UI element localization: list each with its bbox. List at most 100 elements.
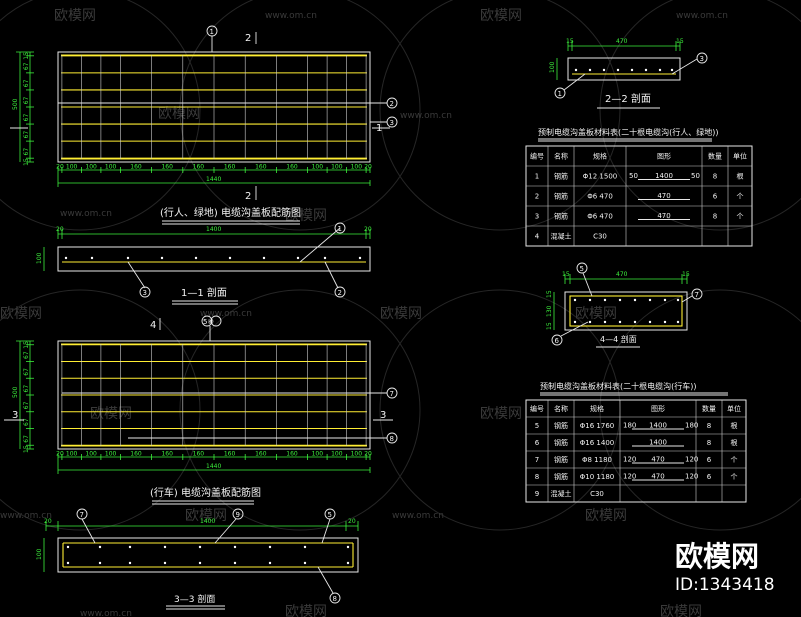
plan1-section-2-bottom: 2 [245, 191, 251, 202]
plan1-bottom-dim: 160 [224, 164, 236, 171]
s44-bar-dot [618, 298, 622, 302]
table2-cell-unit: 个 [731, 456, 738, 464]
table1-cell-spec: Φ12 1500 [583, 173, 617, 181]
s33-title: 3—3 剖面 [174, 593, 215, 605]
plan1-bottom-dim: 160 [193, 164, 205, 171]
plan1-bottom-dim: 100 [331, 164, 343, 171]
plan2-height-dim: 500 [12, 386, 19, 398]
table2-header: 名称 [554, 404, 568, 413]
s44-bar-dot [618, 320, 622, 324]
plan1-mark-2: 2 [390, 100, 394, 108]
table2-cell-name: 钢筋 [554, 438, 568, 447]
table2-header: 单位 [727, 404, 741, 413]
table2-cell-spec: Φ16 1760 [580, 422, 614, 430]
table1-header: 编号 [530, 152, 544, 161]
s11-dim-mid: 1400 [206, 226, 221, 233]
table2-cell-shape: 470 [651, 473, 664, 481]
table2-cell-spec: Φ10 1180 [580, 473, 614, 481]
table1-cell-shape: 1400 [655, 172, 673, 180]
plan1-bottom-dim: 100 [351, 164, 363, 171]
watermark-brand: 欧模网 [480, 8, 522, 24]
table2-cell-no: 7 [535, 456, 539, 464]
plan2-left-dim: 67 [23, 351, 30, 359]
plan2-bottom-dim: 100 [66, 451, 78, 458]
plan1-bottom-dim: 100 [312, 164, 324, 171]
table1-cell-no: 3 [535, 213, 539, 221]
brand-id: ID:1343418 [675, 575, 775, 595]
watermark-url: www.om.cn [60, 209, 112, 219]
s11-mark-2: 2 [338, 289, 342, 297]
brand-corner: 欧模网 ID:1343418 [675, 540, 775, 595]
plan2-bottom-dim: 100 [312, 451, 324, 458]
s44-bar-dot [663, 320, 667, 324]
table1-cell-qty: 8 [713, 213, 717, 221]
s44-height-dim-top: 15 [546, 290, 553, 298]
table1-cell-shape-left: 50 [629, 172, 638, 180]
plan2-bottom-dim: 20 [56, 451, 64, 458]
table2-cell-unit: 根 [731, 438, 738, 447]
watermark-brand: 欧模网 [585, 508, 627, 524]
s33-bar-dot [346, 545, 350, 549]
s33-bar-dot [66, 561, 70, 565]
table2-cell-qty: 6 [707, 473, 712, 481]
plan2-bottom-dim: 100 [351, 451, 363, 458]
plan2-left-dim: 67 [23, 401, 30, 409]
s11-bar-dot [228, 256, 232, 260]
plan1-bottom-dim: 20 [364, 164, 372, 171]
table2-header: 数量 [702, 404, 716, 413]
table1-cell-spec: C30 [593, 233, 607, 241]
table1-cell-name: 混凝土 [551, 232, 572, 241]
s22-bar-dot [658, 68, 662, 72]
plan2-mark-7: 7 [390, 390, 394, 398]
table2-cell-shape-right: 120 [685, 473, 698, 481]
s33-bar-dot [128, 561, 132, 565]
plan1-left-dim: 15 [23, 52, 30, 60]
s44-mark-5: 5 [580, 265, 584, 273]
s22-bar-dot [588, 68, 592, 72]
table1-title: 预制电缆沟盖板材料表(二十根电缆沟(行人、绿地)) [538, 127, 718, 137]
plan2-left-dim: 67 [23, 418, 30, 426]
s33-bar-dot [233, 561, 237, 565]
table2-cell-shape: 470 [651, 456, 664, 464]
table2-cell-shape-left: 120 [623, 473, 636, 481]
s11-height-dim: 100 [36, 252, 43, 264]
table2-cell-shape-right: 180 [685, 422, 698, 430]
s44-height-dim-mid: 130 [546, 305, 553, 317]
s44-dim-left: 15 [562, 271, 570, 278]
watermark-brand: 欧模网 [285, 208, 327, 224]
plan1-bottom-dim: 160 [286, 164, 298, 171]
plan2-left-dim: 67 [23, 368, 30, 376]
watermark-brand: 欧模网 [380, 306, 422, 322]
s22-bar-dot [630, 68, 634, 72]
s44-height-dim-bot: 15 [546, 322, 553, 330]
table2-header: 规格 [590, 404, 604, 413]
s44-mark-6: 6 [555, 337, 560, 345]
plan1-left-dim: 15 [23, 158, 30, 166]
s33-bar-dot [233, 545, 237, 549]
s44-dim-right: 15 [682, 271, 690, 278]
table1-cell-shape: 470 [657, 192, 670, 200]
s33-bar-dot [98, 545, 102, 549]
plan2-bottom-dim: 100 [105, 451, 117, 458]
s44-dim-mid: 470 [616, 271, 628, 278]
table2-cell-no: 6 [535, 439, 540, 447]
s44-mark-7: 7 [695, 291, 699, 299]
watermark-url: www.om.cn [400, 111, 452, 121]
table1-header: 数量 [708, 152, 722, 161]
table1-cell-name: 钢筋 [554, 172, 568, 181]
plan1-bottom-dim: 100 [105, 164, 117, 171]
s44-bar-dot [573, 298, 577, 302]
plan1-left-dim: 67 [23, 114, 30, 122]
watermark-brand: 欧模网 [660, 604, 702, 617]
plan2-bottom-dim: 160 [286, 451, 298, 458]
table2-cell-spec: Φ16 1400 [580, 439, 614, 447]
brand-name: 欧模网 [675, 540, 759, 573]
table2-cell-spec: C30 [590, 490, 604, 498]
s22-dim-mid: 470 [616, 38, 628, 45]
watermark-brand: 欧模网 [480, 406, 522, 422]
table1-cell-spec: Φ6 470 [587, 213, 613, 221]
table1-cell-no: 4 [535, 233, 540, 241]
table1-cell-qty: 6 [713, 193, 718, 201]
plan2-left-dim: 15 [23, 445, 30, 453]
table2-cell-qty: 6 [707, 456, 712, 464]
